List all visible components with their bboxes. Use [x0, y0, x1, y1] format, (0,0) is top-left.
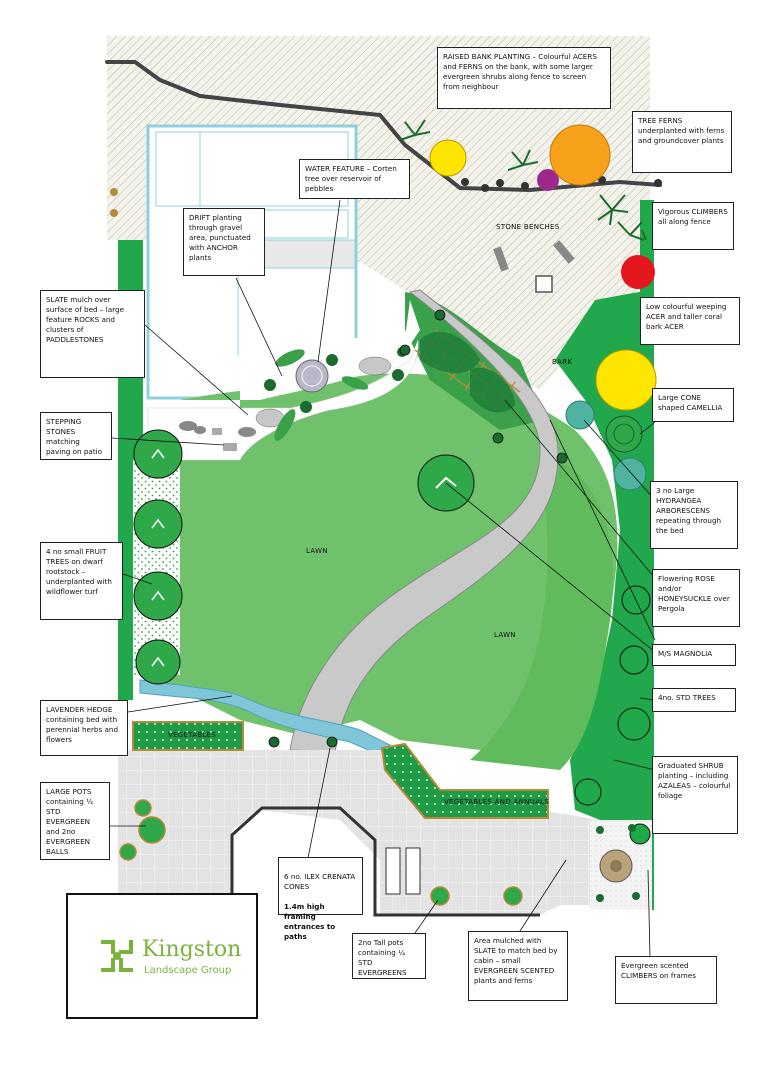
orange-acer: [549, 124, 611, 186]
label-fruit-trees: 4 no small FRUIT TREES on dwarf rootstoc…: [40, 542, 123, 620]
corner-plants: [596, 824, 640, 902]
gravel-bed: [150, 290, 420, 408]
label-tall-pots: 2no Tall pots containing ¼ STD EVERGREEN…: [352, 933, 426, 979]
label-std-trees: 4no. STD TREES: [652, 688, 736, 712]
tall-pots: [430, 886, 523, 906]
water-feature: [295, 359, 329, 393]
vegetables-text: VEGETABLES: [168, 731, 217, 739]
std-trees: [574, 585, 651, 845]
red-acer: [621, 255, 655, 289]
label-water-feature: WATER FEATURE – Corten tree over reservo…: [299, 159, 410, 199]
bark-circles: [110, 188, 118, 217]
label-climbers: Vigorous CLIMBERS all along fence: [652, 202, 734, 250]
yellow-acer-2: [595, 349, 657, 411]
label-large-pots: LARGE POTS containing ½ STD EVERGREEN an…: [40, 782, 110, 860]
stone-benches: [493, 240, 575, 293]
large-pots: [119, 799, 166, 861]
stone-benches-text: STONE BENCHES: [496, 223, 560, 231]
lawn-text-1: LAWN: [306, 547, 328, 555]
label-ilex-bold: 1.4m high framing entrances to paths: [284, 902, 336, 941]
house-outline: [230, 806, 540, 917]
label-area-mulched: Area mulched with SLATE to match bed by …: [468, 931, 568, 1001]
leader-lines: [110, 199, 656, 957]
label-camellia: Large CONE shaped CAMELLIA: [652, 388, 734, 422]
drift-planting: [274, 349, 369, 441]
label-ilex-text: 6 no. ILEX CRENATA CONES: [284, 872, 356, 891]
fruit-trees: [133, 429, 183, 685]
logo-subtitle: Landscape Group: [144, 965, 232, 976]
feature-rocks: [179, 421, 256, 451]
label-evergreen-climbers: Evergreen scented CLIMBERS on frames: [615, 956, 717, 1004]
label-stepping-stones: STEPPING STONES matching paving on patio: [40, 412, 112, 460]
wildflower-turf: [133, 460, 180, 675]
paddlestones: [255, 356, 392, 428]
camellia-cones: [565, 400, 647, 491]
logo-name: Kingston: [142, 937, 242, 962]
label-magnolia: M/S MAGNOLIA: [652, 644, 736, 666]
kingston-logo-icon: [101, 940, 133, 972]
patio: [118, 750, 600, 915]
label-lavender: LAVENDER HEDGE containing bed with peren…: [40, 700, 128, 756]
label-hydrangea: 3 no Large HYDRANGEA ARBORESCENS repeati…: [650, 481, 738, 549]
label-shrub: Graduated SHRUB planting – including AZA…: [652, 756, 738, 834]
lawn-text-2: LAWN: [494, 631, 516, 639]
boundary-fence: [105, 60, 662, 192]
purple-acer: [537, 169, 559, 191]
vegetables-annuals-bed: [380, 742, 549, 819]
lawn: [150, 373, 618, 760]
label-rose: Flowering ROSE and/or HONEYSUCKLE over P…: [652, 569, 740, 627]
ilex-cones: [268, 309, 568, 748]
sun-loungers: [385, 847, 421, 895]
bank-trees: [429, 124, 657, 411]
logo-box: Kingston Landscape Group: [66, 893, 258, 1019]
bark-text: BARK: [552, 358, 573, 366]
vegetables-bed: [132, 721, 244, 751]
label-ilex: 6 no. ILEX CRENATA CONES 1.4m high frami…: [278, 857, 363, 941]
label-tree-ferns: TREE FERNS underplanted with ferns and g…: [632, 111, 732, 173]
pergola-climbers: [420, 331, 515, 413]
ferns: [399, 119, 645, 241]
yellow-acer-1: [429, 139, 467, 177]
label-weeping-acer: Low colourful weeping ACER and taller co…: [640, 297, 740, 345]
label-slate-mulch: SLATE mulch over surface of bed – large …: [40, 290, 145, 378]
vegetables-annuals-text: VEGETABLES AND ANNUALS: [444, 798, 550, 806]
label-raised-bank: RAISED BANK PLANTING – Colourful ACERS a…: [437, 47, 611, 109]
label-drift-planting: DRIFT planting through gravel area, punc…: [183, 208, 265, 276]
